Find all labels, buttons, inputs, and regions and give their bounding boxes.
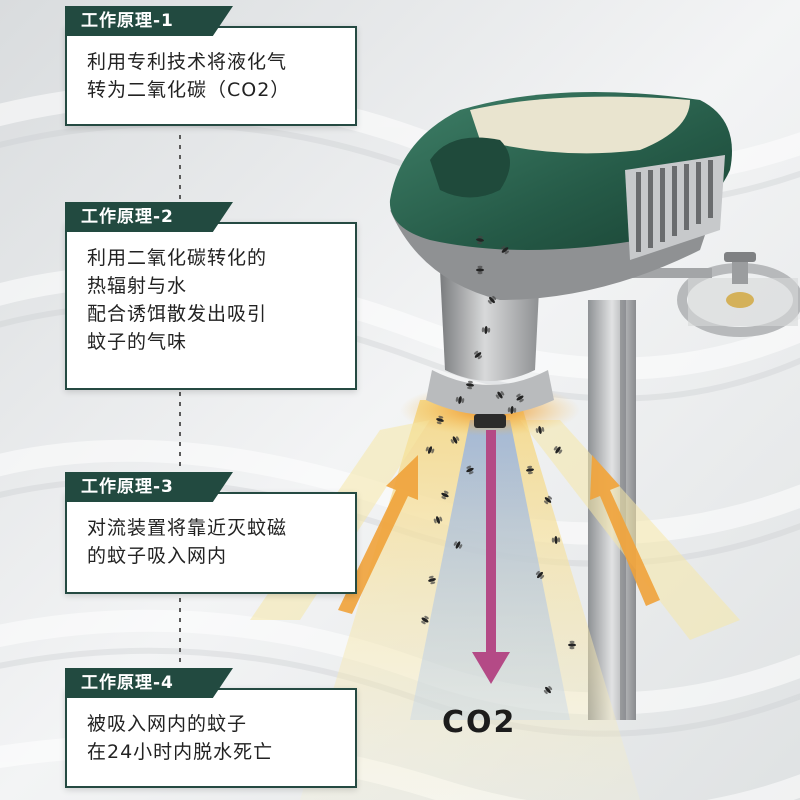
mosquito-icon — [433, 516, 443, 524]
mosquito-icon — [466, 465, 474, 475]
step-card-1: 工作原理-1 利用专利技术将液化气 转为二氧化碳（CO2） — [65, 6, 357, 126]
yellow-airflow-side-right — [520, 420, 740, 640]
device-top-window — [470, 96, 690, 154]
mosquito-icon — [436, 415, 444, 425]
mosquito-icon — [501, 245, 509, 255]
mosquito-icon — [487, 295, 497, 305]
mosquito-swarm — [421, 235, 576, 695]
step-text-1: 利用专利技术将液化气 转为二氧化碳（CO2） — [87, 51, 291, 101]
mosquito-icon — [481, 326, 491, 334]
nozzle-tip — [474, 414, 506, 428]
mosquito-icon — [466, 380, 474, 390]
step-title-1: 工作原理-1 — [65, 6, 233, 36]
airflow-arrow-left — [338, 455, 418, 614]
airflow-arrow-right — [590, 455, 660, 606]
mosquito-icon — [450, 436, 460, 444]
step-text-3: 对流装置将靠近灭蚊磁 的蚊子吸入网内 — [87, 517, 288, 567]
mosquito-icon — [568, 640, 576, 650]
mosquito-icon — [421, 615, 429, 625]
mosquito-icon — [544, 495, 552, 505]
mosquito-icon — [441, 490, 449, 500]
mosquito-icon — [516, 393, 524, 403]
step-title-2: 工作原理-2 — [65, 202, 233, 232]
mosquito-icon — [526, 465, 534, 475]
device-vent-grille — [625, 155, 725, 260]
co2-down-arrow — [472, 430, 510, 684]
mosquito-icon — [425, 446, 435, 454]
mosquito-icon — [495, 391, 505, 399]
step-card-3: 工作原理-3 对流装置将靠近灭蚊磁 的蚊子吸入网内 — [65, 472, 357, 594]
step-card-2: 工作原理-2 利用二氧化碳转化的 热辐射与水 配合诱饵散发出吸引 蚊子的气味 — [65, 202, 357, 390]
mosquito-icon — [476, 265, 484, 275]
mosquito-icon — [553, 446, 563, 454]
mosquito-icon — [543, 685, 553, 695]
step-title-4: 工作原理-4 — [65, 668, 233, 698]
mosquito-icon — [474, 350, 482, 360]
mosquito-icon — [428, 575, 436, 585]
device-nozzle — [426, 370, 554, 415]
mosquito-icon — [453, 541, 463, 549]
step-title-3: 工作原理-3 — [65, 472, 233, 502]
co2-label: CO2 — [442, 705, 517, 740]
mount-bracket — [632, 252, 800, 337]
mosquito-icon — [535, 570, 545, 580]
step-text-2: 利用二氧化碳转化的 热辐射与水 配合诱饵散发出吸引 蚊子的气味 — [87, 247, 268, 353]
mosquito-icon — [535, 426, 545, 434]
step-card-4: 工作原理-4 被吸入网内的蚊子 在24小时内脱水死亡 — [65, 668, 357, 788]
mosquito-icon — [551, 536, 561, 544]
mosquito-icon — [476, 235, 484, 245]
step-text-4: 被吸入网内的蚊子 在24小时内脱水死亡 — [87, 713, 274, 763]
mosquito-icon — [455, 396, 465, 404]
mosquito-icon — [507, 406, 517, 414]
device-top-recess — [430, 137, 510, 198]
